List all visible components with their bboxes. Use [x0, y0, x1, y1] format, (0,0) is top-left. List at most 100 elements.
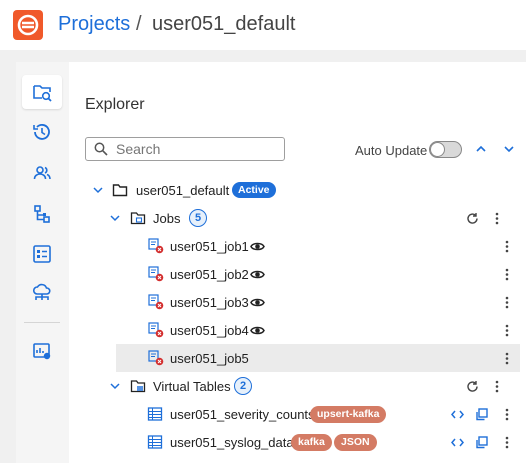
jobs-more-button[interactable] — [489, 210, 505, 226]
chevron-down-icon — [504, 146, 514, 153]
eye-icon[interactable] — [250, 323, 265, 338]
more-vertical-icon — [495, 212, 499, 224]
view-code-button[interactable] — [449, 406, 465, 422]
breadcrumb-current-project: user051_default — [152, 13, 296, 35]
auto-update-toggle[interactable] — [429, 141, 462, 158]
chevron-up-icon — [476, 145, 486, 152]
explorer-icon — [33, 85, 52, 102]
job-label: user051_job2 — [170, 267, 249, 282]
job-error-icon — [148, 350, 164, 366]
refresh-icon — [466, 380, 478, 392]
job-error-icon — [148, 322, 164, 338]
table-more-button[interactable] — [499, 406, 515, 422]
connector-tag: upsert-kafka — [310, 406, 387, 423]
job-error-icon — [148, 294, 164, 310]
search-box[interactable] — [85, 137, 285, 161]
job-label: user051_job3 — [170, 295, 249, 310]
tree-virtual-tables-label: Virtual Tables — [153, 379, 231, 394]
hierarchy-icon — [34, 205, 50, 223]
refresh-tables-button[interactable] — [464, 378, 480, 394]
code-icon — [450, 410, 464, 418]
job-label: user051_job4 — [170, 323, 249, 338]
rail-dashboard-button[interactable] — [22, 334, 62, 368]
side-rail — [16, 62, 69, 463]
more-vertical-icon — [505, 324, 509, 336]
tables-folder-icon — [130, 380, 146, 393]
more-vertical-icon — [505, 408, 509, 420]
copy-button[interactable] — [473, 434, 489, 450]
job-label: user051_job1 — [170, 239, 249, 254]
rail-explorer-button[interactable] — [22, 75, 62, 109]
tables-count-badge: 2 — [234, 377, 252, 395]
more-vertical-icon — [505, 352, 509, 364]
table-label: user051_severity_counts — [170, 407, 315, 422]
dashboard-icon — [33, 343, 51, 360]
refresh-jobs-button[interactable] — [464, 210, 480, 226]
table-row[interactable]: user051_syslog_data kafka JSON — [85, 428, 526, 456]
table-label: user051_syslog_data — [170, 435, 294, 450]
search-icon — [94, 142, 108, 156]
tree-root-row[interactable]: user051_default Active — [85, 176, 526, 204]
job-row[interactable]: user051_job1 — [85, 232, 526, 260]
connector-tag: kafka — [291, 434, 332, 451]
job-more-button[interactable] — [499, 350, 515, 366]
table-more-button[interactable] — [499, 434, 515, 450]
job-error-icon — [148, 266, 164, 282]
rail-hierarchy-button[interactable] — [22, 197, 62, 231]
job-more-button[interactable] — [499, 266, 515, 282]
explorer-panel: Explorer Auto Update user051_default Act… — [69, 62, 526, 463]
more-vertical-icon — [505, 436, 509, 448]
table-icon — [147, 435, 163, 449]
chevron-down-icon[interactable] — [110, 381, 120, 391]
jobs-folder-icon — [130, 212, 146, 225]
app-logo-icon[interactable] — [13, 10, 43, 40]
breadcrumb-projects-link[interactable]: Projects — [58, 13, 131, 35]
cloud-network-icon — [32, 283, 51, 300]
tables-more-button[interactable] — [489, 378, 505, 394]
job-more-button[interactable] — [499, 294, 515, 310]
job-row[interactable]: user051_job3 — [85, 288, 526, 316]
copy-button[interactable] — [473, 406, 489, 422]
table-row[interactable]: user051_severity_counts upsert-kafka — [85, 400, 526, 428]
job-error-icon — [148, 238, 164, 254]
job-label: user051_job5 — [170, 351, 249, 366]
status-badge: Active — [232, 182, 276, 198]
table-icon — [147, 407, 163, 421]
rail-users-button[interactable] — [22, 156, 62, 190]
folder-icon — [112, 184, 128, 197]
tree-virtual-tables-row[interactable]: Virtual Tables 2 — [85, 372, 526, 400]
rail-list-button[interactable] — [22, 237, 62, 271]
list-icon — [33, 245, 51, 263]
rail-cloud-network-button[interactable] — [22, 276, 62, 310]
eye-icon[interactable] — [250, 239, 265, 254]
expand-down-button[interactable] — [501, 141, 517, 157]
more-vertical-icon — [505, 240, 509, 252]
refresh-icon — [466, 212, 478, 224]
copy-icon — [475, 435, 488, 448]
eye-icon[interactable] — [250, 267, 265, 282]
more-vertical-icon — [505, 268, 509, 280]
view-code-button[interactable] — [449, 434, 465, 450]
tree-jobs-row[interactable]: Jobs 5 — [85, 204, 526, 232]
chevron-down-icon[interactable] — [110, 213, 120, 223]
tree-jobs-label: Jobs — [153, 211, 181, 226]
job-row[interactable]: user051_job2 — [85, 260, 526, 288]
jobs-count-badge: 5 — [189, 209, 207, 227]
more-vertical-icon — [505, 296, 509, 308]
chevron-down-icon[interactable] — [93, 185, 103, 195]
job-more-button[interactable] — [499, 238, 515, 254]
job-row-selected[interactable]: user051_job5 — [116, 344, 520, 372]
job-more-button[interactable] — [499, 322, 515, 338]
job-row[interactable]: user051_job4 — [85, 316, 526, 344]
breadcrumb-separator: / — [136, 13, 142, 35]
auto-update-label: Auto Update — [355, 143, 428, 158]
format-tag: JSON — [334, 434, 377, 451]
copy-icon — [475, 407, 488, 420]
eye-icon[interactable] — [250, 295, 265, 310]
rail-divider — [24, 322, 60, 323]
search-input[interactable] — [116, 141, 276, 157]
top-header: Projects / user051_default — [0, 0, 526, 50]
rail-history-button[interactable] — [22, 115, 62, 149]
users-icon — [33, 166, 51, 180]
collapse-up-button[interactable] — [473, 141, 489, 157]
